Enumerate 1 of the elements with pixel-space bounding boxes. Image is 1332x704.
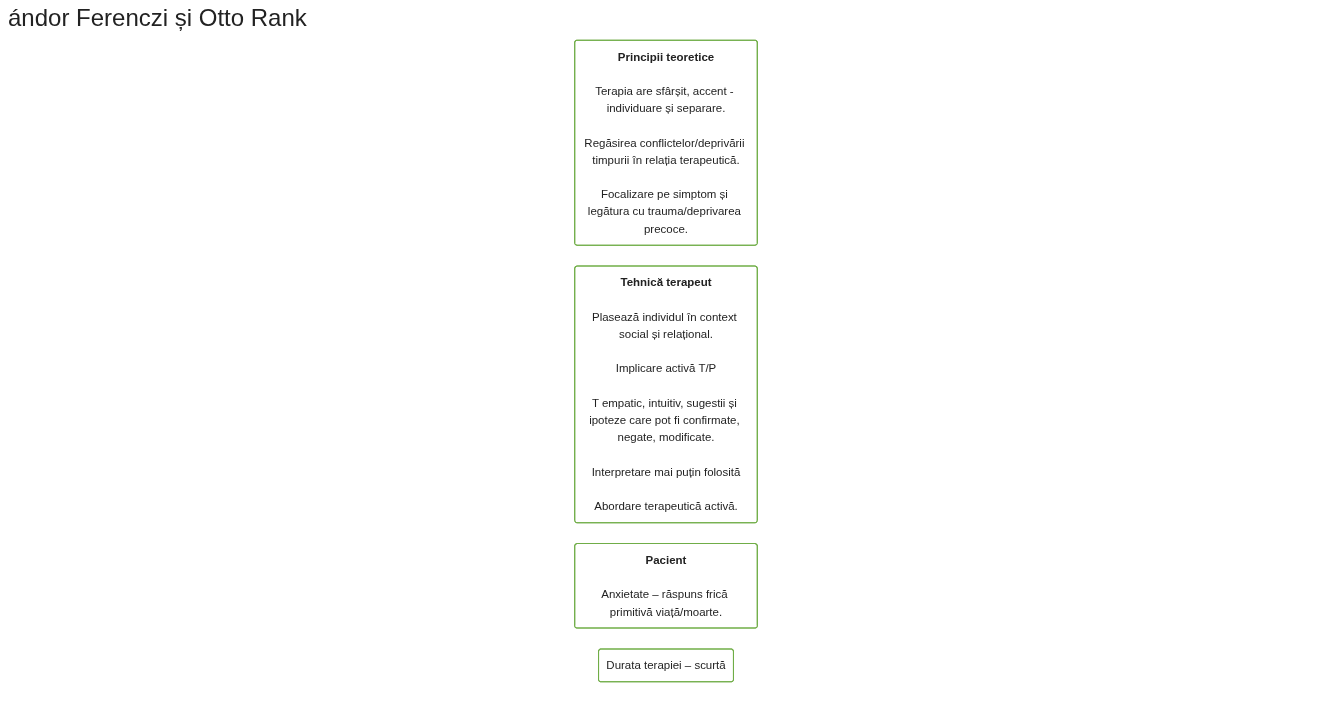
title: ándor Ferenczi și Otto Rank: [7, 3, 308, 33]
